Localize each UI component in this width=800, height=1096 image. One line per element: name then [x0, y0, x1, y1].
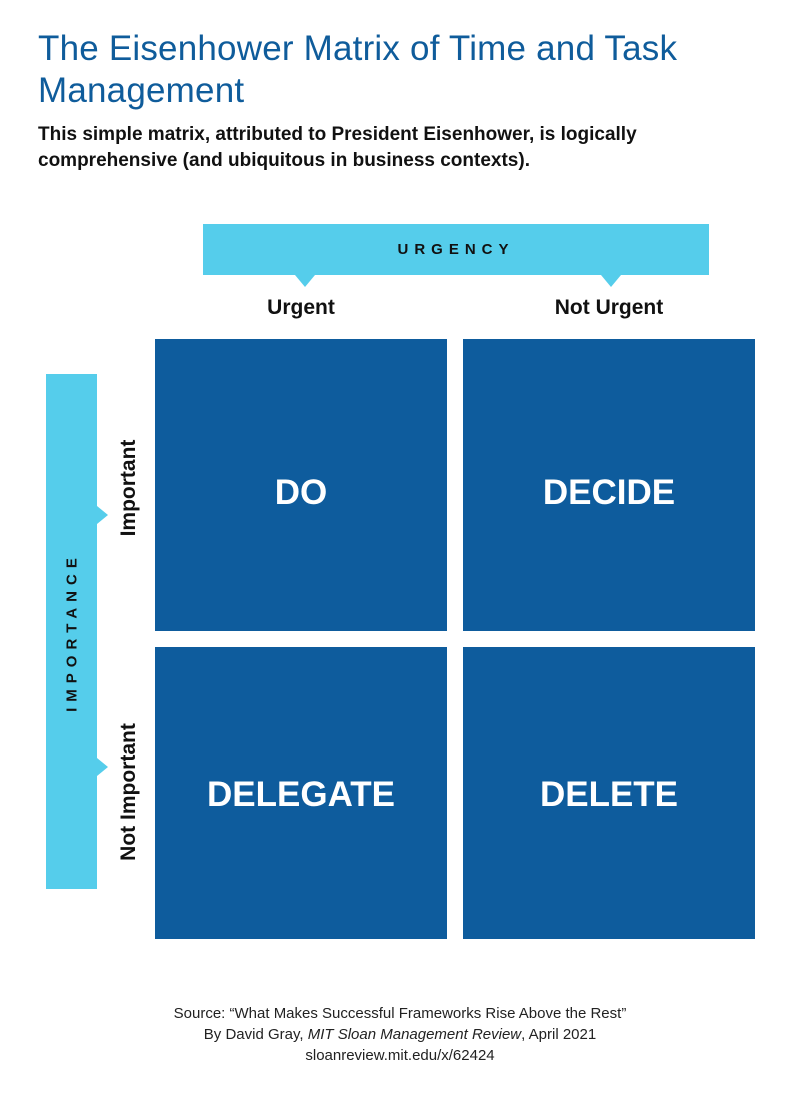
source-line-2: By David Gray, MIT Sloan Management Revi… [0, 1024, 800, 1045]
quadrant-do: DO [155, 339, 447, 631]
urgency-axis-label: URGENCY [397, 241, 515, 258]
quadrant-delete: DELETE [463, 647, 755, 939]
not-important-pointer-icon [97, 758, 108, 776]
quadrant-decide: DECIDE [463, 339, 755, 631]
source-author: By David Gray, [203, 1026, 308, 1043]
quadrant-label-do: DO [274, 473, 328, 512]
source-publication: MIT Sloan Management Review [307, 1026, 522, 1043]
quadrant-label-delete: DELETE [539, 775, 679, 814]
urgency-axis-bar: URGENCY [203, 224, 709, 287]
source-url[interactable]: sloanreview.mit.edu/x/62424 [305, 1047, 495, 1064]
quadrant-label-delegate: DELEGATE [207, 775, 395, 814]
row-label-important: Important [117, 439, 140, 537]
row-label-not-important: Not Important [117, 723, 140, 861]
source-line-1: Source: “What Makes Successful Framework… [173, 1005, 627, 1022]
page-title: The Eisenhower Matrix of Time and Task M… [38, 29, 678, 110]
quadrant-delegate: DELEGATE [155, 647, 447, 939]
importance-axis-label: IMPORTANCE [63, 551, 80, 712]
column-label-urgent: Urgent [267, 296, 335, 319]
not-urgent-pointer-icon [601, 275, 621, 287]
importance-axis-bar: IMPORTANCE [46, 374, 108, 889]
source-date: , April 2021 [521, 1026, 597, 1043]
important-pointer-icon [97, 506, 108, 524]
urgent-pointer-icon [295, 275, 315, 287]
quadrant-label-decide: DECIDE [542, 473, 676, 512]
source-citation: Source: “What Makes Successful Framework… [0, 1003, 800, 1066]
column-label-not-urgent: Not Urgent [554, 296, 664, 319]
subtitle: This simple matrix, attributed to Presid… [38, 124, 637, 171]
